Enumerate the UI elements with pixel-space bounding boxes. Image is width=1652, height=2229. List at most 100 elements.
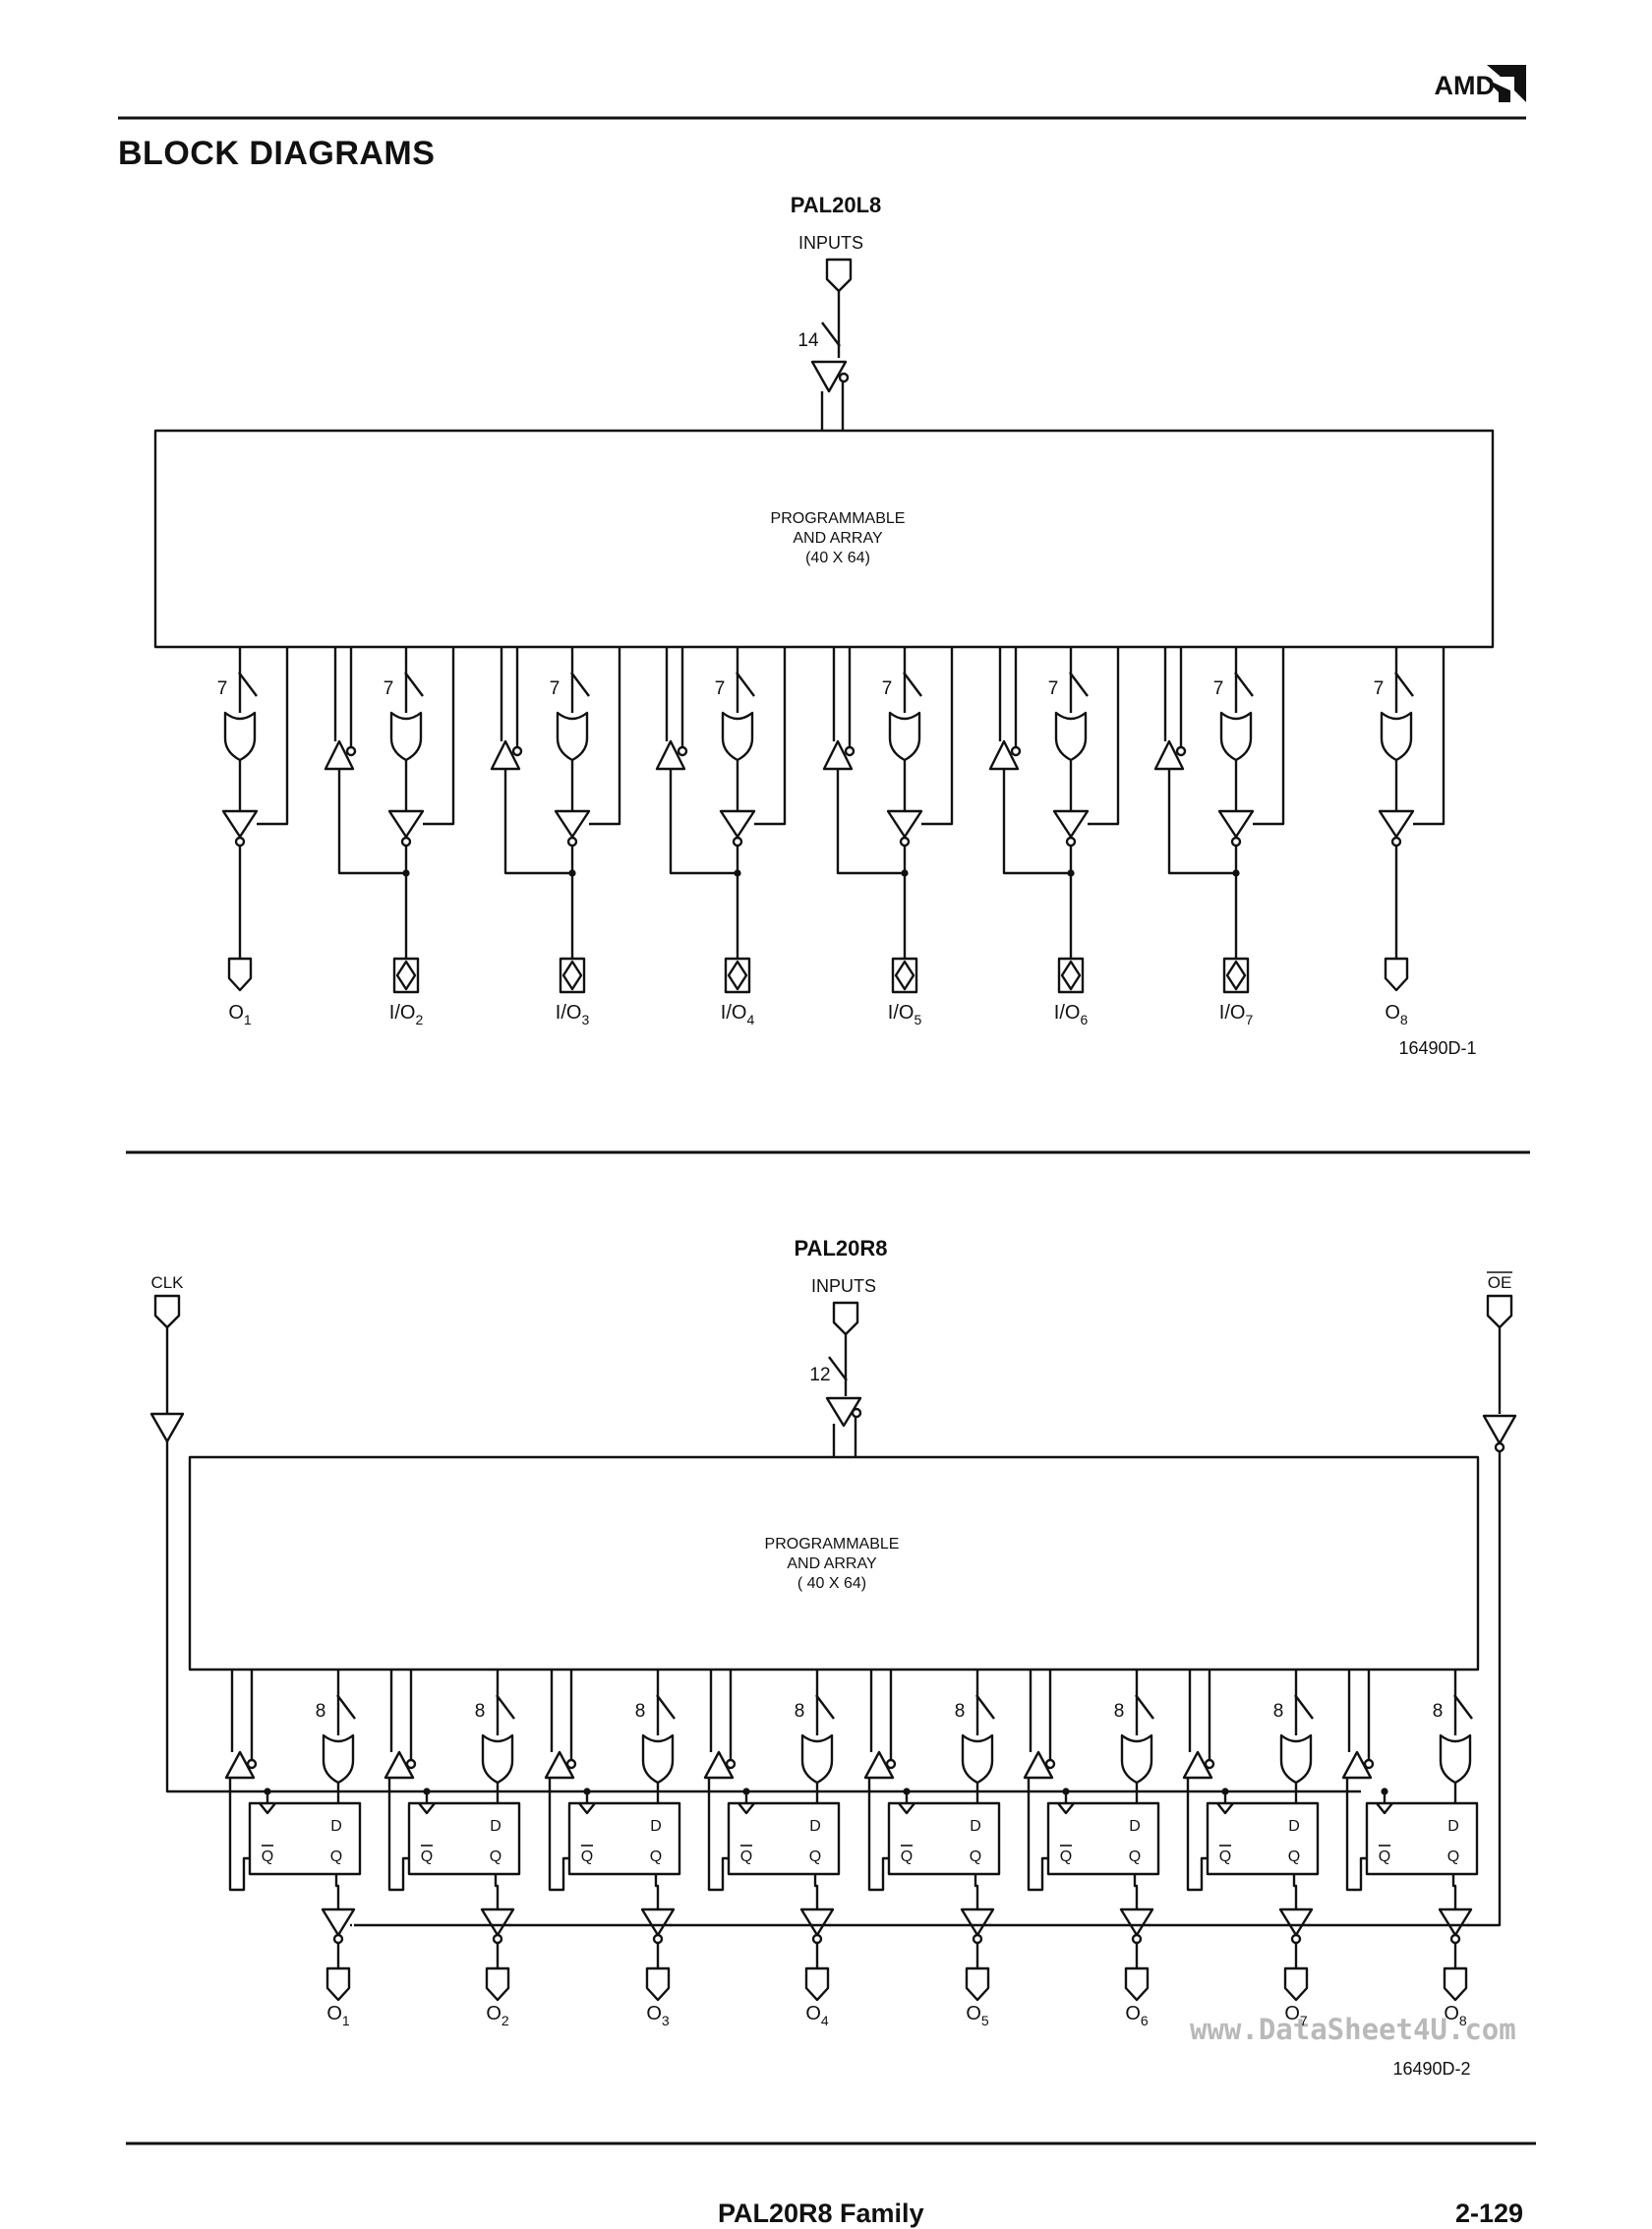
output-pin-label: O5 bbox=[966, 2003, 989, 2028]
output-pin bbox=[965, 1966, 990, 2002]
inversion-bubble bbox=[566, 836, 578, 848]
inversion-bubble bbox=[1204, 1758, 1215, 1770]
output-pin bbox=[1443, 1966, 1468, 2002]
ff-d-label: D bbox=[1129, 1818, 1141, 1835]
feedback-to-array-wires bbox=[333, 647, 353, 747]
feedback-to-array-wires bbox=[709, 1670, 733, 1760]
ff-qbar-label: Q bbox=[262, 1848, 273, 1865]
bus-width-slash bbox=[736, 672, 755, 697]
q-output-wire bbox=[974, 1874, 979, 1909]
feedback-to-array-wires bbox=[869, 1670, 893, 1760]
inversion-bubble bbox=[1010, 745, 1022, 757]
input-pin bbox=[832, 1301, 859, 1336]
junction-dot bbox=[742, 1788, 750, 1795]
inversion-bubble bbox=[652, 1933, 664, 1945]
q-output-wire bbox=[1451, 1874, 1457, 1909]
io-pin-label: I/O5 bbox=[888, 1002, 922, 1027]
output-cell: 7I/O4 bbox=[655, 647, 787, 1027]
feedback-wire bbox=[1167, 769, 1236, 875]
output-cell: 7I/O7 bbox=[1153, 647, 1285, 1027]
input-pin bbox=[825, 258, 853, 293]
clk-pin bbox=[153, 1294, 181, 1329]
output-pin-label: O6 bbox=[1125, 2003, 1149, 2028]
ff-d-label: D bbox=[1447, 1818, 1459, 1835]
inversion-bubble bbox=[732, 836, 743, 848]
or-width-label: 7 bbox=[1048, 678, 1059, 699]
q-output-wire bbox=[1133, 1874, 1139, 1909]
or-gate bbox=[481, 1733, 514, 1785]
inversion-bubble bbox=[1494, 1441, 1505, 1453]
inversion-bubble bbox=[1131, 1933, 1143, 1945]
q-output-wire bbox=[494, 1874, 500, 1909]
clock-edge-marker bbox=[1057, 1802, 1075, 1815]
inversion-bubble bbox=[851, 1407, 862, 1419]
feedback-wire bbox=[503, 769, 572, 875]
ff-q-label: Q bbox=[1288, 1848, 1300, 1865]
ff-q-label: Q bbox=[490, 1848, 502, 1865]
output-pin-label: O8 bbox=[1444, 2003, 1467, 2028]
or-width-label: 8 bbox=[1273, 1701, 1284, 1722]
feedback-wire bbox=[1027, 1778, 1048, 1892]
feedback-to-array-wires bbox=[389, 1670, 413, 1760]
inversion-bubble bbox=[332, 1933, 344, 1945]
feedback-wire bbox=[548, 1778, 569, 1892]
or-gate bbox=[1054, 711, 1088, 762]
clock-bus bbox=[165, 1441, 1361, 1793]
clock-edge-marker bbox=[898, 1802, 915, 1815]
ff-qbar-label: Q bbox=[901, 1848, 913, 1865]
bus-width-label: 14 bbox=[797, 330, 819, 351]
output-buffer bbox=[480, 1907, 515, 1937]
inversion-bubble bbox=[677, 745, 688, 757]
io-pin bbox=[559, 957, 586, 994]
flip-flop-box bbox=[1365, 1801, 1479, 1876]
or-width-label: 8 bbox=[955, 1701, 966, 1722]
output-pin bbox=[325, 1966, 351, 2002]
or-gate bbox=[223, 711, 257, 762]
inversion-bubble bbox=[1065, 836, 1077, 848]
clk-buffer bbox=[149, 1412, 185, 1443]
io-pin-body bbox=[392, 957, 420, 994]
array-label: (40 X 64) bbox=[805, 550, 870, 566]
io-pin-label: I/O2 bbox=[389, 1002, 424, 1027]
feedback-to-array-wires bbox=[832, 647, 852, 747]
feedback-wire bbox=[1002, 769, 1071, 875]
io-pin-body bbox=[724, 957, 751, 994]
or-gate bbox=[1120, 1733, 1153, 1785]
ff-d-label: D bbox=[1288, 1818, 1300, 1835]
ff-qbar-label: Q bbox=[740, 1848, 752, 1865]
feedback-to-array-wires bbox=[500, 647, 519, 747]
output-pin-label: O2 bbox=[486, 2003, 509, 2028]
q-output-wire bbox=[334, 1874, 340, 1909]
amd-logo-icon bbox=[1485, 65, 1526, 102]
clock-edge-marker bbox=[1216, 1802, 1234, 1815]
io-pin bbox=[1057, 957, 1085, 994]
junction-dot bbox=[903, 1788, 911, 1795]
or-width-label: 7 bbox=[882, 678, 893, 699]
output-cell: 7I/O5 bbox=[822, 647, 954, 1027]
buffer-to-array-lines bbox=[820, 381, 845, 431]
array-label: AND ARRAY bbox=[793, 530, 883, 547]
io-pin-body bbox=[891, 957, 918, 994]
io-pin-diamond bbox=[894, 960, 915, 991]
feedback-to-array-wires bbox=[230, 1670, 254, 1760]
or-gate bbox=[389, 711, 423, 762]
or-gate bbox=[556, 711, 589, 762]
q-output-wire bbox=[813, 1874, 819, 1909]
bus-width-slash bbox=[1394, 672, 1414, 697]
ff-q-label: Q bbox=[970, 1848, 981, 1865]
inversion-bubble bbox=[844, 745, 856, 757]
or-width-label: 7 bbox=[217, 678, 228, 699]
output-cell: 7O8 bbox=[1374, 647, 1446, 1027]
flip-flop-box bbox=[567, 1801, 681, 1876]
io-pin-label: I/O7 bbox=[1219, 1002, 1254, 1027]
bus-width-slash bbox=[975, 1694, 995, 1720]
clock-edge-marker bbox=[418, 1802, 436, 1815]
or-gate bbox=[1219, 711, 1253, 762]
ff-q-label: Q bbox=[809, 1848, 821, 1865]
inversion-bubble bbox=[345, 745, 357, 757]
clock-edge-marker bbox=[738, 1802, 755, 1815]
watermark: www.DataSheet4U.com bbox=[1190, 2013, 1516, 2046]
feedback-buffer bbox=[1153, 739, 1185, 771]
